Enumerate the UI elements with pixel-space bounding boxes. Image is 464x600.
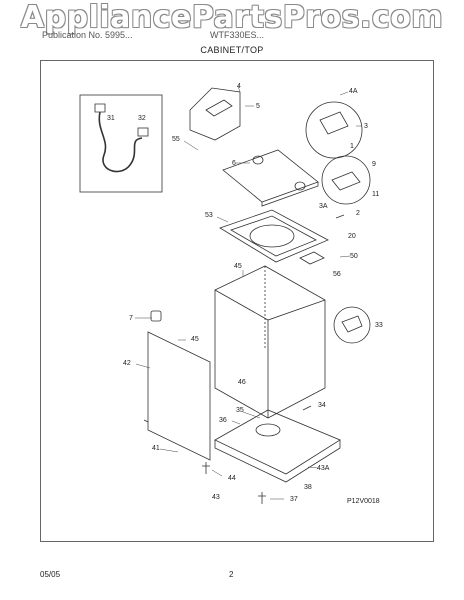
power-cord <box>98 111 143 173</box>
leveling-leg-right <box>258 492 266 504</box>
callout-label: 6 <box>232 160 236 167</box>
clip-part <box>341 315 363 333</box>
footer-page-number: 2 <box>229 570 234 579</box>
callout-label: 42 <box>123 360 131 367</box>
callout-label: 50 <box>350 253 358 260</box>
hinge-bracket <box>319 111 349 135</box>
callout-label: 37 <box>290 496 298 503</box>
callout-label: 5 <box>256 103 260 110</box>
front-panel <box>147 331 211 461</box>
cabinet <box>214 265 326 419</box>
lid-edge <box>261 182 319 207</box>
callout-label: 36 <box>219 417 227 424</box>
callout-label: 43 <box>212 494 220 501</box>
callout-labels: 4 5 55 6 4A 3 1 9 11 31 32 53 3A 2 20 50… <box>107 83 383 503</box>
site-watermark: AppliancePartsPros.com <box>20 0 444 35</box>
callout-label: 56 <box>333 271 341 278</box>
lid-hinge-right <box>294 181 306 191</box>
callout-label: 43A <box>317 465 330 472</box>
callout-label: 3A <box>319 203 328 210</box>
plug-button <box>150 310 162 322</box>
power-cord-inset <box>79 94 163 193</box>
clip-detail-circle <box>333 306 371 344</box>
callout-label: 41 <box>152 445 160 452</box>
screw-34 <box>302 405 312 411</box>
cord-clamp <box>137 127 149 137</box>
lid-hinge-detail-circle <box>321 155 371 205</box>
callout-label: 53 <box>205 212 213 219</box>
callout-label: 11 <box>372 191 379 198</box>
callout-label: 34 <box>318 402 326 409</box>
callout-label: 33 <box>375 322 383 329</box>
callout-label: 7 <box>129 315 133 322</box>
model-number: WTF330ES... <box>210 30 265 40</box>
lid-hinge-left <box>252 155 264 165</box>
callout-label: 9 <box>372 161 376 168</box>
callout-label: 46 <box>238 379 246 386</box>
leader-lines <box>135 85 362 500</box>
callout-label: 2 <box>356 210 360 217</box>
callout-label: 38 <box>304 484 312 491</box>
publication-number: Publication No. 5995... <box>42 30 133 40</box>
screw-2-top <box>335 214 345 219</box>
cabinet-top-edge <box>214 289 326 321</box>
callout-label: 4 <box>237 83 241 90</box>
callout-label: 31 <box>107 115 115 122</box>
lid-switch-inset <box>189 87 241 141</box>
lid <box>222 149 319 203</box>
hinge-detail-circle <box>305 101 363 159</box>
callout-label: 4A <box>349 88 358 95</box>
figure-code: P12V0018 <box>347 498 380 505</box>
top-panel <box>219 209 329 263</box>
callout-label: 20 <box>348 233 356 240</box>
screw-41 <box>143 419 149 423</box>
callout-label: 55 <box>172 136 180 143</box>
base-bearing <box>255 423 281 437</box>
top-panel-inner <box>230 215 317 257</box>
callout-label: 35 <box>236 407 244 414</box>
top-panel-opening <box>249 224 295 248</box>
lid-hinge-part <box>331 171 361 191</box>
base-edge <box>214 440 341 483</box>
power-plug <box>94 103 106 113</box>
diagram-frame <box>40 60 434 542</box>
lid-switch <box>205 99 233 117</box>
footer-date: 05/05 <box>40 570 61 579</box>
callout-label: 45 <box>191 336 199 343</box>
leveling-leg-left <box>202 462 210 474</box>
section-title: CABINET/TOP <box>200 45 264 55</box>
callout-label: 1 <box>350 143 354 150</box>
callout-label: 45 <box>234 263 242 270</box>
callout-label: 32 <box>138 115 146 122</box>
callout-label: 44 <box>228 475 236 482</box>
callout-label: 3 <box>364 123 368 130</box>
top-bracket <box>299 251 325 265</box>
